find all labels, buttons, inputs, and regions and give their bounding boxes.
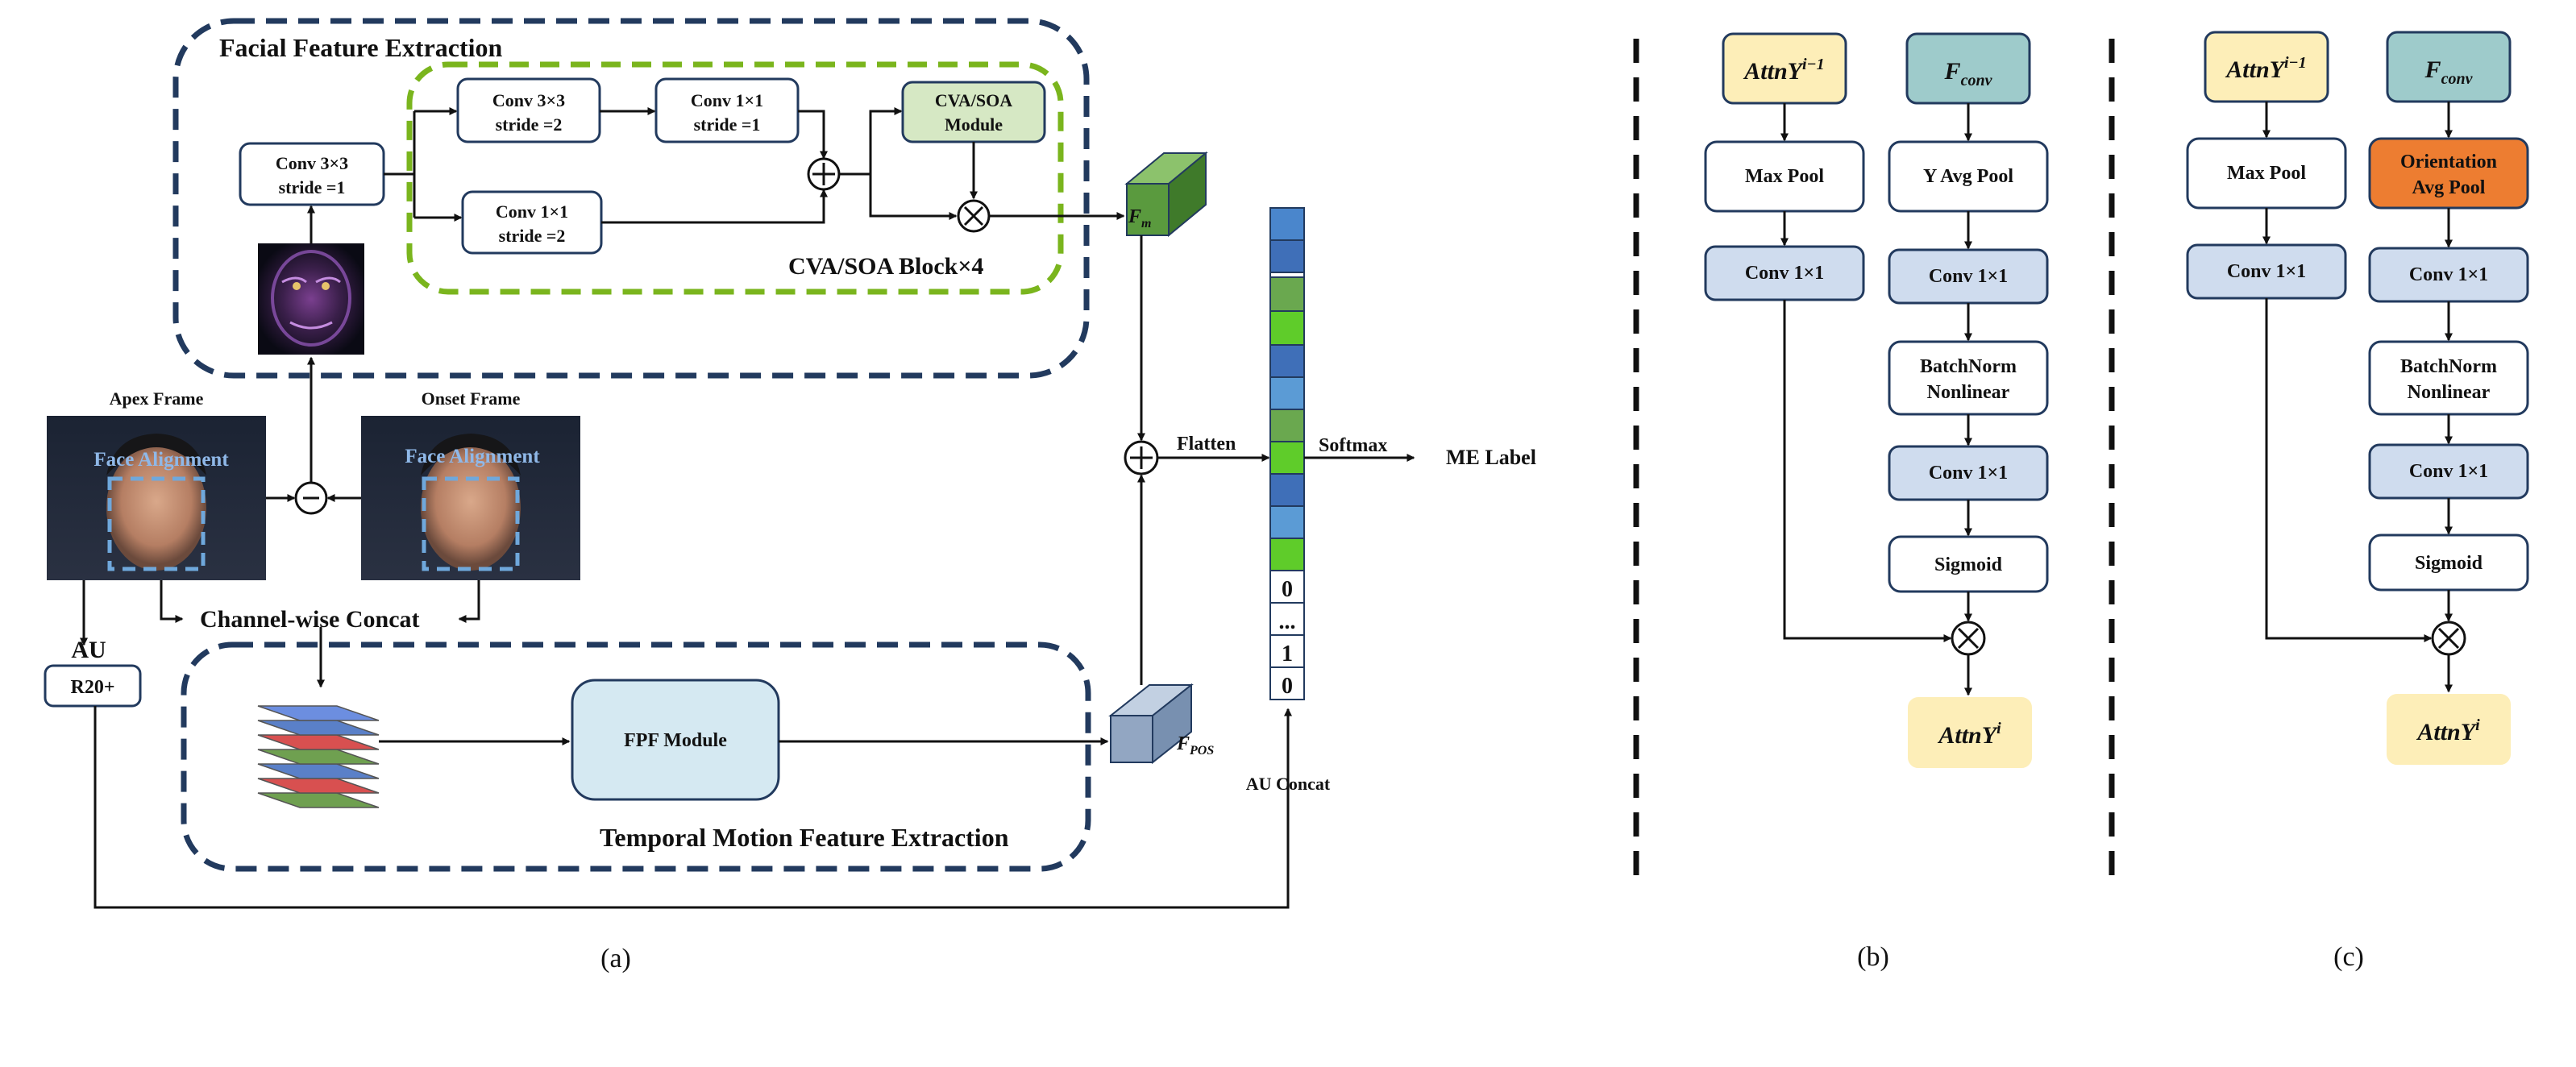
onset-frame-label: Onset Frame bbox=[422, 388, 521, 409]
fconv-label-b: Fconv bbox=[1944, 58, 1993, 89]
temporal-motion-label: Temporal Motion Feature Extraction bbox=[600, 823, 1009, 852]
vector-ellipsis: ... bbox=[1279, 609, 1296, 634]
fm-label: Fm bbox=[1128, 206, 1151, 230]
attny-out-label-c: AttnYi bbox=[2416, 716, 2480, 745]
vector-value-1: 1 bbox=[1282, 641, 1293, 666]
cva-soa-block-region bbox=[406, 61, 1064, 295]
feature-add-icon bbox=[1124, 440, 1159, 475]
fpos-feature-cube bbox=[1108, 683, 1194, 765]
cva-soa-block-label: CVA/SOA Block×4 bbox=[788, 253, 983, 280]
maxpool-label-b: Max Pool bbox=[1745, 166, 1824, 187]
vector-value-0-top: 0 bbox=[1282, 577, 1293, 602]
conv3x3-stride2-line1: Conv 3×3 bbox=[492, 90, 565, 110]
conv1x1-stride2-line1: Conv 1×1 bbox=[496, 201, 568, 222]
conv1x1-left-label-b: Conv 1×1 bbox=[1745, 263, 1824, 284]
cva-soa-module-line2: Module bbox=[945, 114, 1003, 135]
fconv-box-b bbox=[1905, 32, 2031, 105]
au-concat-label: AU Concat bbox=[1246, 774, 1331, 794]
conv1x1-left-label-c: Conv 1×1 bbox=[2227, 261, 2306, 282]
sigmoid-label-c: Sigmoid bbox=[2415, 553, 2483, 574]
stacked-frames-icon bbox=[257, 705, 380, 808]
batchnorm-line1-c: BatchNorm bbox=[2400, 356, 2497, 377]
fconv-label-c: Fconv bbox=[2424, 56, 2474, 88]
orientation-avgpool-line1-c: Orientation bbox=[2400, 152, 2497, 172]
conv3x3-stride1-line2: stride =1 bbox=[279, 177, 346, 197]
facial-feature-extraction-region bbox=[172, 18, 1090, 379]
conv1x1-stride1-line1: Conv 1×1 bbox=[691, 90, 763, 110]
fm-feature-cube bbox=[1124, 151, 1208, 238]
elementwise-add-icon bbox=[807, 157, 841, 191]
attny-out-label-b: AttnYi bbox=[1937, 720, 2001, 749]
r20-box bbox=[44, 664, 142, 708]
conv3x3-stride2-line2: stride =2 bbox=[496, 114, 563, 135]
batchnorm-line1-b: BatchNorm bbox=[1920, 356, 2017, 377]
sigmoid-label-b: Sigmoid bbox=[1934, 554, 2003, 575]
batchnorm-box-b bbox=[1888, 340, 2049, 416]
apex-frame-image: Face Alignment bbox=[47, 416, 266, 580]
multiply-icon-b bbox=[1951, 621, 1986, 656]
conv1x1-right2-label-c: Conv 1×1 bbox=[2409, 461, 2488, 482]
apex-frame-label: Apex Frame bbox=[110, 388, 204, 409]
batchnorm-line2-b: Nonlinear bbox=[1927, 382, 2010, 403]
caption-a: (a) bbox=[600, 944, 631, 974]
r20-label: R20+ bbox=[70, 677, 114, 698]
attny-out-box-b bbox=[1908, 697, 2032, 768]
flatten-label: Flatten bbox=[1177, 434, 1236, 455]
multiply-icon-c bbox=[2431, 621, 2466, 656]
conv3x3-stride1-line1: Conv 3×3 bbox=[276, 153, 348, 173]
batchnorm-line2-c: Nonlinear bbox=[2408, 382, 2491, 403]
attny-out-box-c bbox=[2387, 694, 2511, 765]
subtract-icon bbox=[294, 481, 328, 515]
maxpool-label-c: Max Pool bbox=[2227, 163, 2306, 184]
apex-face-alignment-text: Face Alignment bbox=[93, 449, 229, 471]
attny-prev-label-c: AttnYi−1 bbox=[2225, 54, 2306, 83]
conv1x1-right1-label-b: Conv 1×1 bbox=[1929, 266, 2008, 287]
temporal-motion-region bbox=[181, 641, 1091, 872]
facial-feature-extraction-label: Facial Feature Extraction bbox=[219, 33, 503, 62]
caption-b: (b) bbox=[1857, 942, 1889, 972]
onset-frame-image: Face Alignment bbox=[361, 416, 580, 580]
attny-prev-label-b: AttnYi−1 bbox=[1743, 56, 1824, 85]
channel-wise-concat-label: Channel-wise Concat bbox=[200, 606, 420, 633]
fpos-label: FPOS bbox=[1176, 733, 1214, 758]
conv1x1-stride1-line2: stride =1 bbox=[694, 114, 761, 135]
conv1x1-right1-label-c: Conv 1×1 bbox=[2409, 264, 2488, 285]
softmax-label: Softmax bbox=[1319, 435, 1387, 456]
me-label: ME Label bbox=[1446, 446, 1536, 469]
elementwise-multiply-icon bbox=[957, 199, 991, 233]
conv1x1-right2-label-b: Conv 1×1 bbox=[1929, 463, 2008, 484]
onset-face-alignment-text: Face Alignment bbox=[405, 446, 540, 467]
vector-value-0-bottom: 0 bbox=[1282, 674, 1293, 699]
cva-soa-module-line1: CVA/SOA bbox=[935, 90, 1012, 110]
fpf-module-box bbox=[571, 679, 780, 801]
fpf-module-label: FPF Module bbox=[624, 730, 727, 751]
fconv-box-c bbox=[2386, 31, 2512, 103]
batchnorm-box-c bbox=[2368, 340, 2529, 416]
yavgpool-label-b: Y Avg Pool bbox=[1923, 166, 2013, 187]
caption-c: (c) bbox=[2333, 942, 2364, 972]
conv1x1-stride2-line2: stride =2 bbox=[499, 226, 566, 246]
au-label: AU bbox=[71, 637, 106, 663]
orientation-avgpool-line2-c: Avg Pool bbox=[2412, 177, 2486, 198]
difference-image bbox=[258, 243, 364, 355]
feature-vector bbox=[1269, 207, 1305, 700]
